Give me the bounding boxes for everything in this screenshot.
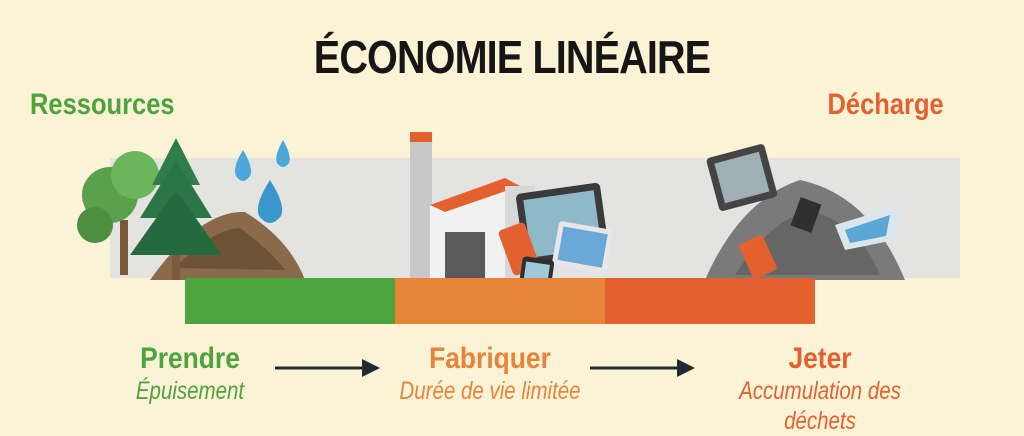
landfill-label: Décharge xyxy=(827,88,944,121)
step-dispose-description: Accumulation des déchets xyxy=(739,377,901,435)
step-make-verb: Fabriquer xyxy=(429,342,551,375)
arrow-right-icon xyxy=(275,359,380,377)
pine-tree-icon xyxy=(130,138,222,280)
stage-bar-dispose xyxy=(605,278,815,324)
step-take-description: Épuisement xyxy=(135,377,245,405)
soil-heap-icon xyxy=(150,211,305,280)
step-make: Fabriquer Durée de vie limitée xyxy=(360,342,620,406)
stage-bar-make xyxy=(395,278,605,324)
step-take-verb: Prendre xyxy=(140,342,240,375)
stage-bar-take xyxy=(185,278,395,324)
water-drop-icon xyxy=(234,140,290,223)
diagram-title: ÉCONOMIE LINÉAIRE xyxy=(313,31,711,83)
step-take: Prendre Épuisement xyxy=(60,342,320,406)
step-dispose-verb: Jeter xyxy=(788,342,852,375)
arrow-right-icon xyxy=(590,359,695,377)
step-dispose: Jeter Accumulation des déchets xyxy=(680,342,960,436)
waste-pile-icon xyxy=(705,144,905,280)
tablet-icon xyxy=(516,183,613,274)
step-make-description: Durée de vie limitée xyxy=(399,377,581,405)
resources-label: Ressources xyxy=(30,88,175,121)
tree-icon xyxy=(77,151,159,275)
